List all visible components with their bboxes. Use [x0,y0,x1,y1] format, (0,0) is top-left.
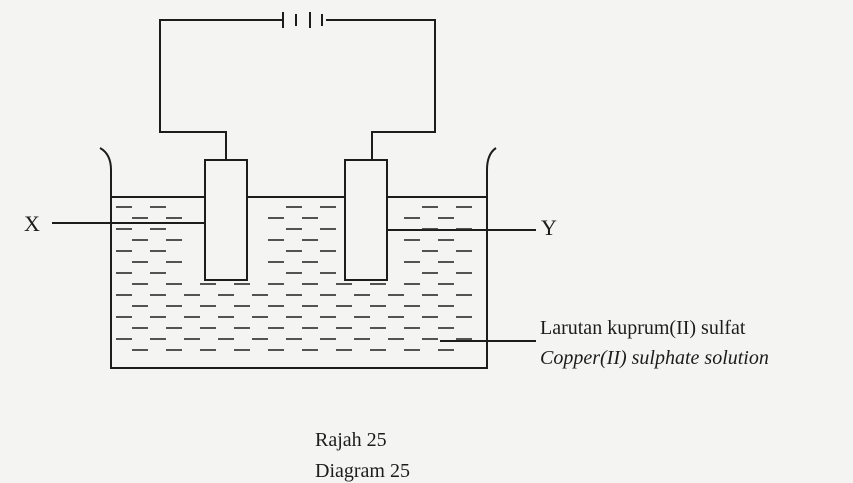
electrode-y [344,159,388,281]
electrode-y-label: Y [541,215,557,240]
solution-liquid-hatching [116,206,472,351]
circuit-wire [159,19,436,160]
figure-caption-malay: Rajah 25 [315,429,387,451]
diagram-page: X Y Larutan kuprum(II) sulfat Copper(II)… [24,12,769,482]
solution-label-malay: Larutan kuprum(II) sulfat [540,317,746,339]
electrode-x-label: X [24,211,40,236]
electrolysis-apparatus-diagram [52,12,536,369]
electrode-x [204,159,248,281]
battery-symbol [282,12,323,28]
beaker [99,147,497,369]
solution-label-english: Copper(II) sulphate solution [540,347,769,369]
figure-caption-english: Diagram 25 [315,460,410,482]
